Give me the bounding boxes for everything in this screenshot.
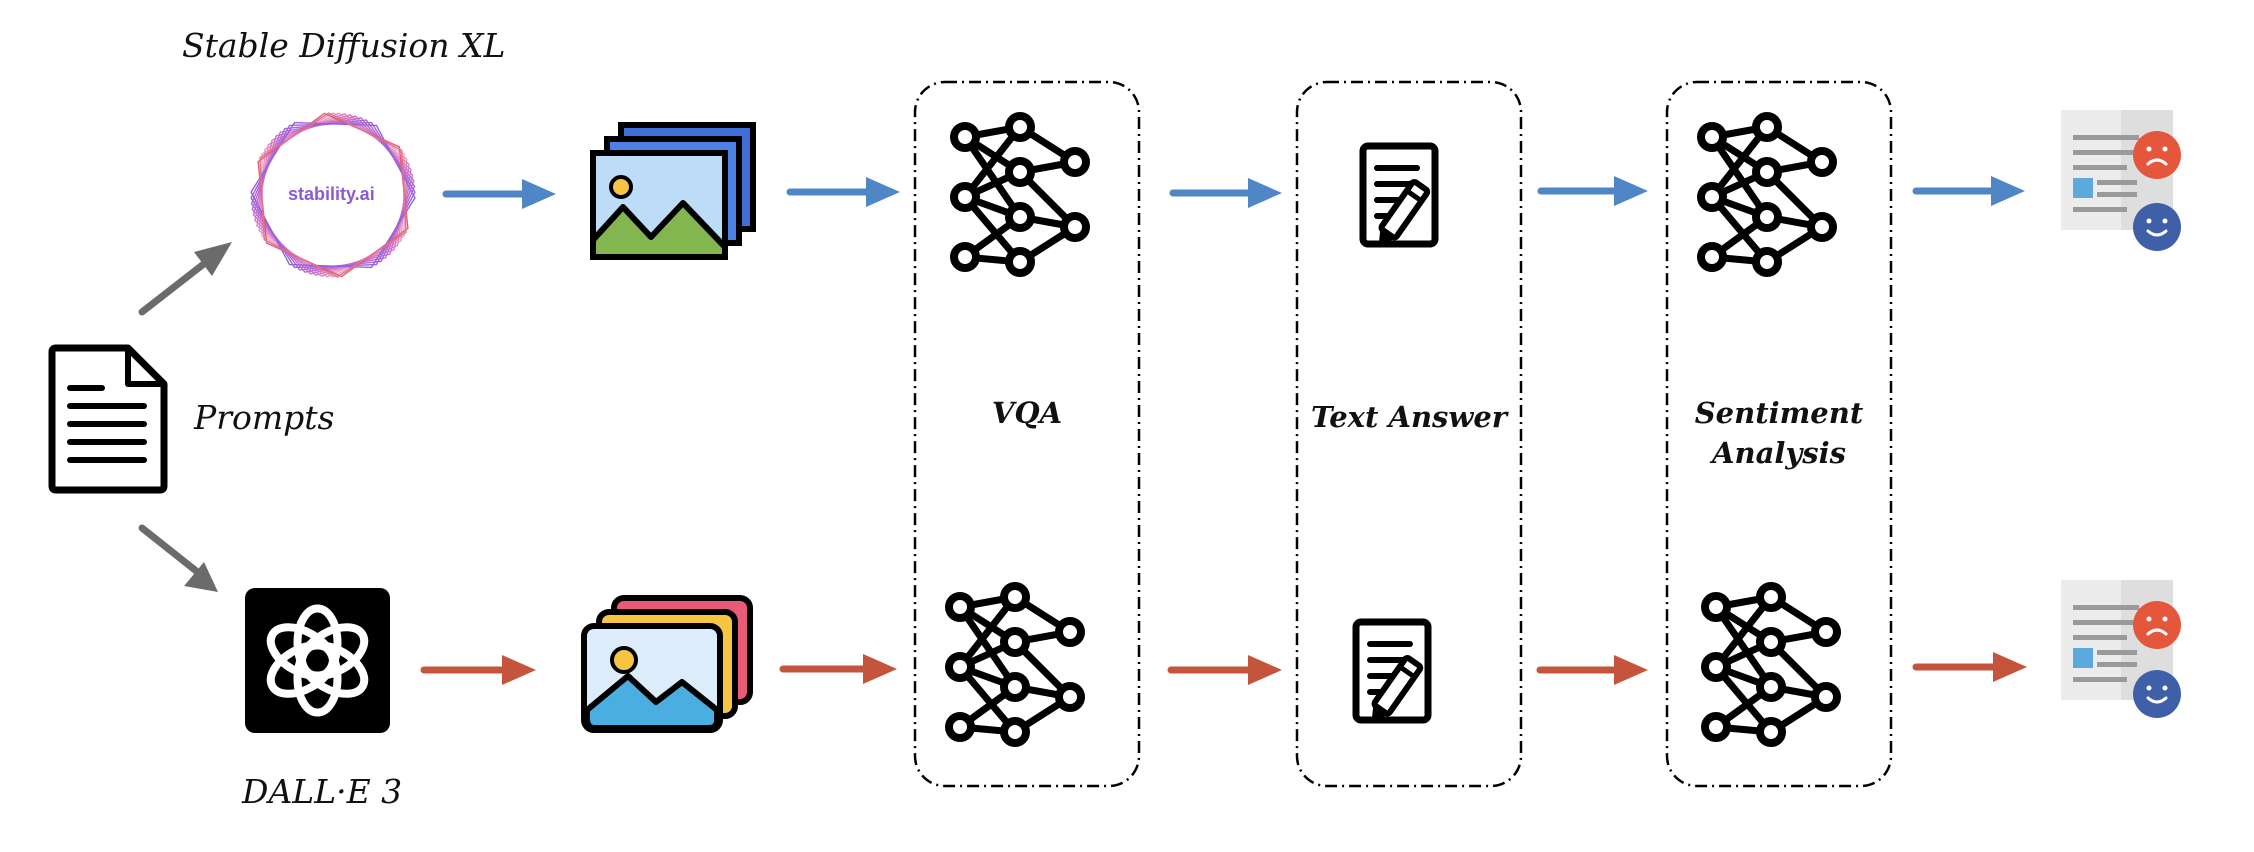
stability-logo-icon: [250, 112, 416, 278]
flow-arrow-top: [442, 179, 556, 209]
neural-network-icon: [1701, 116, 1833, 273]
dalle-label: DALL·E 3: [242, 772, 403, 811]
document-icon: [48, 344, 168, 494]
sentiment-report-icon: [2061, 110, 2183, 253]
flow-arrow-top: [1912, 176, 2025, 206]
image-stack-icon: [581, 595, 753, 733]
flow-arrow-top: [1537, 176, 1648, 206]
prompts-label: Prompts: [194, 398, 335, 437]
neural-network-icon: [954, 116, 1086, 273]
flow-arrow-bottom: [1167, 655, 1282, 685]
text-answer-icon: [1363, 146, 1435, 252]
arrow-to-dalle: [138, 524, 218, 592]
sentiment-label-line2: Analysis: [1712, 436, 1846, 470]
text-answer-box: [1295, 80, 1523, 788]
flow-arrow-bottom: [420, 655, 536, 685]
stable-diffusion-label: Stable Diffusion XL: [182, 26, 506, 65]
top-path-arrows: [442, 176, 2025, 209]
text-answer-label: Text Answer: [1310, 400, 1508, 434]
stability-logo-text: stability.ai: [288, 184, 375, 204]
neural-network-icon: [1705, 586, 1837, 743]
image-stack-icon: [590, 122, 756, 260]
arrow-to-stability: [138, 242, 232, 316]
neural-network-icon: [949, 586, 1081, 743]
sentiment-label-line1: Sentiment: [1694, 396, 1864, 430]
flow-arrow-bottom: [1912, 652, 2027, 682]
text-answer-icon: [1356, 622, 1428, 728]
flow-arrow-bottom: [779, 654, 897, 684]
flow-arrow-top: [1169, 178, 1282, 208]
flow-arrow-top: [786, 177, 900, 207]
sentiment-report-icon: [2061, 580, 2183, 720]
vqa-label: VQA: [991, 396, 1063, 430]
vqa-box: [913, 80, 1141, 788]
bottom-path-arrows: [420, 652, 2027, 685]
openai-logo-icon: [245, 588, 390, 733]
sentiment-box: [1665, 80, 1893, 788]
flow-arrow-bottom: [1536, 655, 1648, 685]
